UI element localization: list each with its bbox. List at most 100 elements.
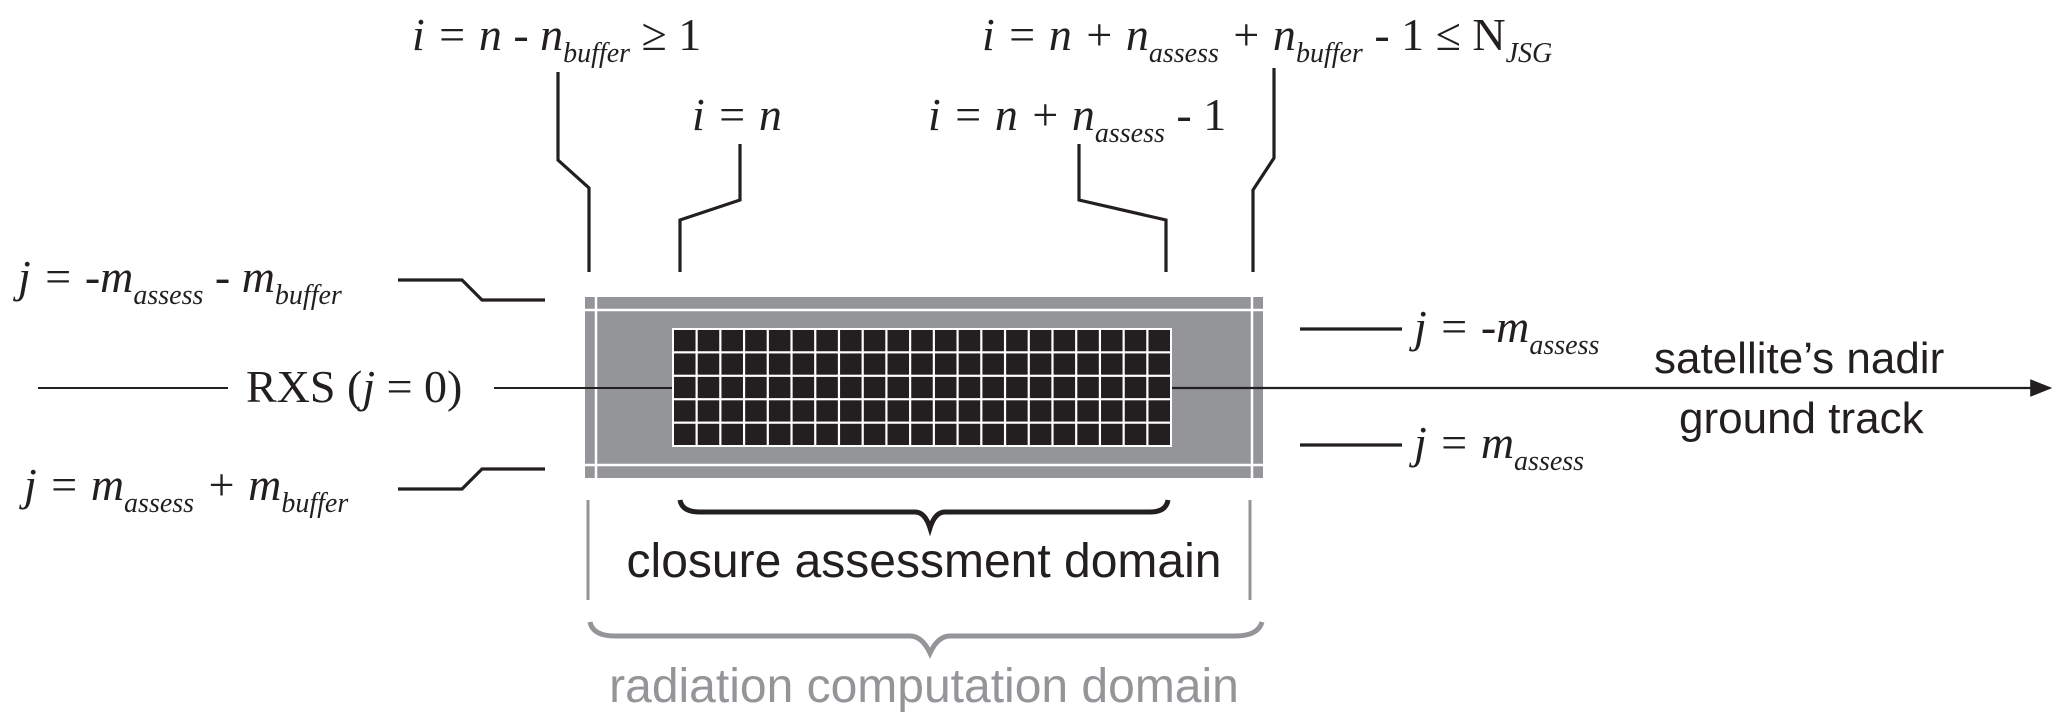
label-j-bottom-buffer: j = massess + mbuffer	[19, 459, 348, 519]
grid-cell	[745, 330, 767, 352]
grid-cell	[1006, 376, 1028, 399]
grid-cell	[1077, 400, 1099, 422]
grid-cell	[768, 400, 791, 422]
grid-cell	[1101, 353, 1123, 375]
grid-cell	[721, 376, 743, 399]
label-j-bottom-assess: j = massess	[1409, 417, 1584, 477]
grid-cell	[911, 376, 933, 399]
radiation-brace	[587, 621, 1265, 659]
grid-cell	[674, 330, 696, 352]
grid-cell	[1101, 376, 1123, 399]
grid-cell	[792, 376, 815, 399]
grid-cell	[982, 423, 1004, 445]
label-radiation-domain: radiation computation domain	[609, 660, 1239, 713]
grid-cell	[1053, 400, 1076, 422]
grid-cell	[745, 423, 767, 445]
grid-cell	[745, 376, 767, 399]
grid-cell	[697, 353, 720, 375]
grid-cell	[697, 376, 720, 399]
grid-cell	[1148, 330, 1170, 352]
leader-j-top-buffer	[398, 278, 545, 302]
grid-cell	[934, 353, 957, 375]
grid-cell	[674, 353, 696, 375]
grid-cell	[934, 400, 957, 422]
grid-cell	[674, 423, 696, 445]
grid-cell	[1148, 376, 1170, 399]
grid-cell	[958, 400, 981, 422]
grid-cell	[792, 330, 815, 352]
grid-cell	[887, 330, 910, 352]
leader-i-end-buffer	[1251, 68, 1276, 272]
grid-cell	[887, 423, 910, 445]
leader-i-start	[678, 144, 742, 272]
grid-cell	[1077, 353, 1099, 375]
grid-cell	[887, 400, 910, 422]
label-i-end-buffer: i = n + nassess + nbuffer - 1 ≤ NJSG	[982, 9, 1552, 69]
grid-cell	[674, 400, 696, 422]
grid-cell	[745, 400, 767, 422]
grid-cell	[1077, 330, 1099, 352]
grid-cell	[840, 353, 862, 375]
grid-cell	[1053, 330, 1076, 352]
grid-cell	[1006, 330, 1028, 352]
grid-cell	[721, 400, 743, 422]
leader-i-end-assess	[1077, 144, 1168, 272]
grid-cell	[1101, 330, 1123, 352]
grid-cell	[1124, 376, 1147, 399]
grid-cell	[1124, 330, 1147, 352]
grid-cell	[911, 353, 933, 375]
grid-cell	[982, 353, 1004, 375]
grid-cell	[1053, 353, 1076, 375]
grid-cell	[745, 353, 767, 375]
grid-cell	[958, 330, 981, 352]
grid-cell	[863, 400, 886, 422]
grid-cell	[1006, 353, 1028, 375]
grid-cell	[958, 423, 981, 445]
grid-cell	[1077, 423, 1099, 445]
grid-cell	[768, 376, 791, 399]
grid-cell	[1029, 353, 1052, 375]
grid-cell	[1124, 353, 1147, 375]
label-ground-track-line2: ground track	[1679, 394, 1925, 443]
grid-cell	[674, 376, 696, 399]
grid-cell	[840, 330, 862, 352]
grid-cell	[840, 376, 862, 399]
grid-cell	[792, 423, 815, 445]
grid-cell	[816, 423, 838, 445]
grid-cell	[1124, 423, 1147, 445]
grid-cell	[934, 330, 957, 352]
grid-cell	[697, 400, 720, 422]
grid-cell	[816, 376, 838, 399]
grid-cell	[697, 423, 720, 445]
label-j-top-assess: j = -massess	[1409, 301, 1599, 361]
grid-cell	[840, 400, 862, 422]
grid-cell	[911, 330, 933, 352]
grid-cell	[1029, 376, 1052, 399]
grid-cell	[792, 400, 815, 422]
grid-cell	[958, 376, 981, 399]
grid-cell	[1148, 353, 1170, 375]
label-i-start: i = n	[692, 89, 782, 140]
grid-cell	[911, 423, 933, 445]
grid-cell	[1006, 423, 1028, 445]
grid-cell	[816, 353, 838, 375]
grid-cell	[1124, 400, 1147, 422]
grid-cell	[768, 330, 791, 352]
grid-cell	[721, 423, 743, 445]
grid-cell	[863, 376, 886, 399]
grid-cell	[816, 400, 838, 422]
grid-cell	[1006, 400, 1028, 422]
leader-j-bottom-buffer	[398, 467, 545, 491]
grid-cell	[840, 423, 862, 445]
grid-cell	[887, 353, 910, 375]
grid-cell	[1029, 330, 1052, 352]
grid-cell	[721, 330, 743, 352]
grid-cell	[1148, 400, 1170, 422]
grid-cell	[792, 353, 815, 375]
grid-cell	[697, 330, 720, 352]
grid-cell	[1148, 423, 1170, 445]
closure-assessment-grid	[672, 328, 1172, 447]
grid-cell	[863, 330, 886, 352]
grid-cell	[1053, 376, 1076, 399]
